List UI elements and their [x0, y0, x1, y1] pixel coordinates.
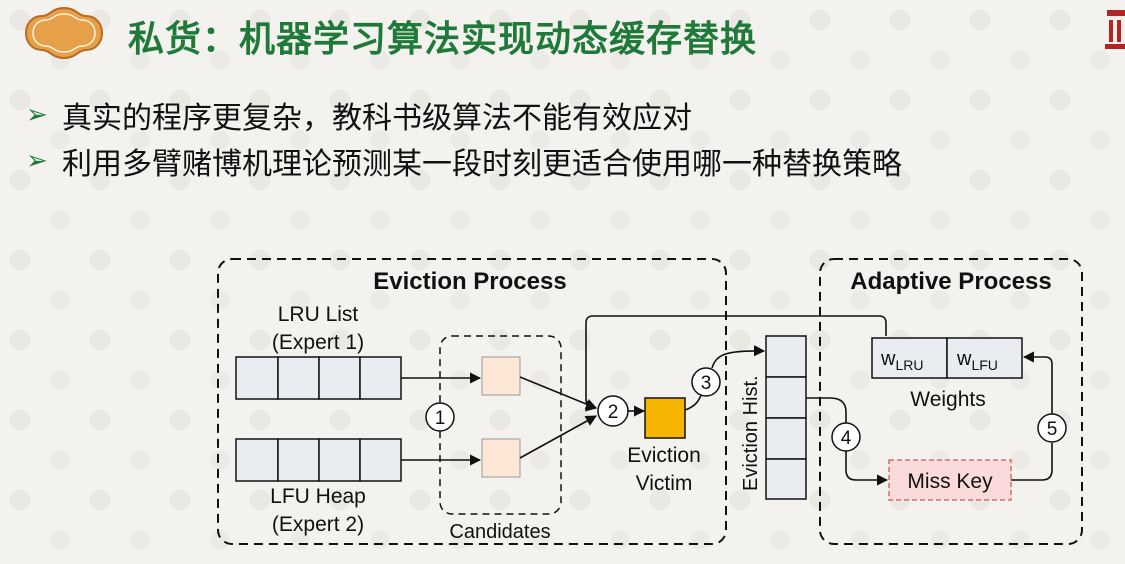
- step-3-label: 3: [701, 373, 712, 394]
- eviction-history-label: Eviction Hist.: [740, 375, 762, 491]
- step-2-label: 2: [608, 402, 619, 423]
- adaptive-process-title: Adaptive Process: [850, 268, 1051, 295]
- lru-list: [235, 356, 402, 400]
- lru-list-label: LRU List: [278, 303, 359, 326]
- page-title: 私货：机器学习算法实现动态缓存替换: [128, 19, 758, 60]
- w-lru-label: wLRU: [880, 348, 923, 373]
- weights-label: Weights: [910, 388, 985, 411]
- step-1-marker: [425, 402, 455, 432]
- bullet-arrow-icon: ➢: [26, 100, 48, 130]
- eviction-process-title: Eviction Process: [373, 268, 566, 295]
- step-4-label: 4: [841, 428, 852, 449]
- candidate-lru: [481, 356, 521, 396]
- lru-expert-label: (Expert 1): [272, 331, 364, 354]
- lfu-expert-label: (Expert 2): [272, 513, 364, 536]
- lfu-heap: [235, 438, 402, 482]
- bullet-list: ➢ 真实的程序更复杂，教科书级算法不能有效应对 ➢ 利用多臂赌博机理论预测某一段…: [26, 92, 1125, 184]
- step-5-label: 5: [1047, 419, 1058, 440]
- adaptive-process-box: [819, 258, 1083, 545]
- eviction-victim-label-2: Victim: [636, 472, 693, 495]
- bullet-text: 真实的程序更复杂，教科书级算法不能有效应对: [62, 101, 692, 136]
- w-lfu-label: wLFU: [956, 348, 998, 373]
- step-3-marker: [691, 367, 721, 397]
- candidates-label: Candidates: [449, 521, 550, 543]
- step-1-label: 1: [435, 408, 446, 429]
- bullet-text: 利用多臂赌博机理论预测某一段时刻更适合使用哪一种替换策略: [62, 147, 902, 182]
- lfu-heap-label: LFU Heap: [270, 485, 366, 508]
- bullet-arrow-icon: ➢: [26, 146, 48, 176]
- candidate-lfu: [481, 438, 521, 478]
- eviction-history-stack: [765, 335, 807, 500]
- eviction-process-box: [217, 258, 727, 545]
- bullet-item: ➢ 真实的程序更复杂，教科书级算法不能有效应对: [26, 92, 1125, 138]
- miss-key-box: [888, 459, 1012, 501]
- eviction-victim-box: [644, 397, 686, 439]
- bullet-item: ➢ 利用多臂赌博机理论预测某一段时刻更适合使用哪一种替换策略: [26, 138, 1125, 184]
- miss-key-label: Miss Key: [907, 470, 993, 493]
- eviction-victim-label-1: Eviction: [627, 444, 701, 467]
- building-icon: [1105, 10, 1125, 49]
- weights-box: [871, 337, 1023, 379]
- university-logo-icon: [24, 6, 104, 60]
